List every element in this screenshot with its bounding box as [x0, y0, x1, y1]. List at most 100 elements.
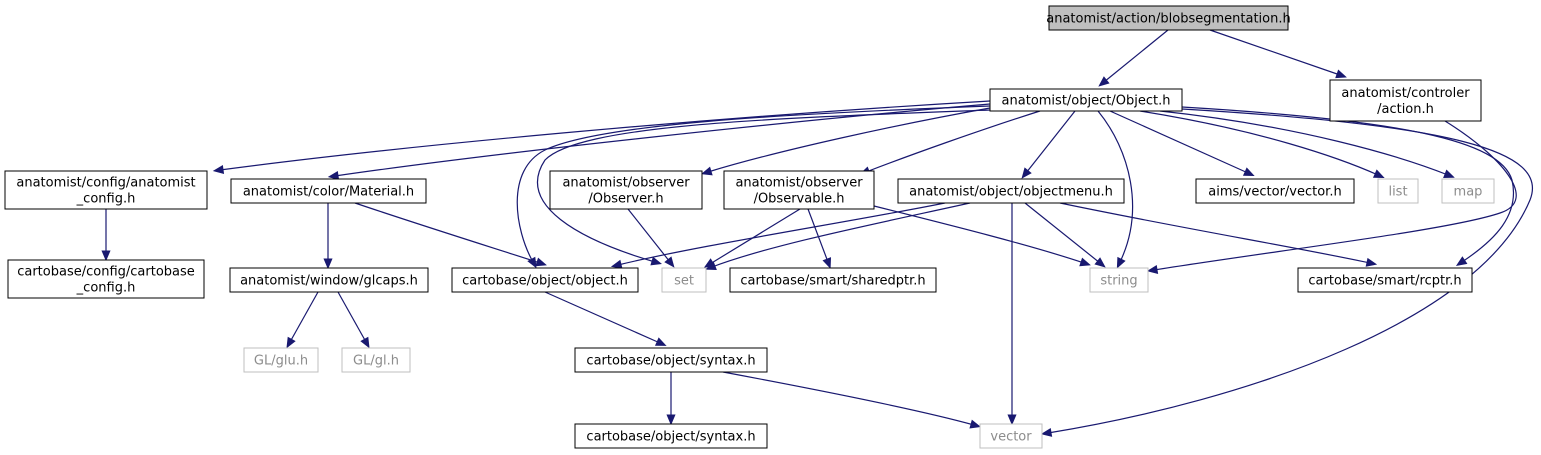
edge-line: [334, 103, 991, 177]
edge-material-to-glcaps: [323, 203, 333, 270]
node-box: [729, 267, 937, 293]
arrowhead: [1372, 169, 1385, 178]
edge-glcaps-to-gl: [337, 291, 370, 349]
node-glcaps[interactable]: anatomist/window/glcaps.h: [229, 267, 429, 293]
arrowhead: [1040, 427, 1053, 437]
arrowhead: [610, 259, 623, 269]
edge-line: [337, 291, 367, 343]
arrowhead: [1335, 69, 1347, 79]
node-objectmenu[interactable]: anatomist/object/objectmenu.h: [897, 178, 1125, 204]
node-rcptr[interactable]: cartobase/smart/rcptr.h: [1297, 267, 1473, 293]
node-box: [723, 170, 875, 210]
node-material[interactable]: anatomist/color/Material.h: [230, 178, 427, 204]
edge-objectmenu-to-set: [705, 202, 971, 271]
edge-carto_object-to-syntax1: [544, 291, 667, 346]
node-aims-vector[interactable]: aims/vector/vector.h: [1195, 178, 1355, 204]
node-blobseg[interactable]: anatomist/action/blobsegmentation.h: [1046, 5, 1291, 31]
edge-objectmenu-to-rcptr: [1059, 202, 1378, 267]
arrowhead: [1098, 76, 1110, 87]
edge-line: [617, 202, 946, 266]
edge-line: [707, 107, 991, 173]
edge-line: [1209, 29, 1341, 76]
edge-line: [1047, 108, 1534, 434]
edge-line: [544, 291, 661, 344]
node-label: anatomist/window/glcaps.h: [240, 274, 418, 289]
edge-observable-to-sharedptr: [807, 208, 832, 269]
arrowhead: [1455, 256, 1468, 267]
arrowhead: [654, 337, 667, 346]
edge-observer-to-set: [627, 208, 675, 268]
node-label: GL/glu.h: [254, 354, 308, 369]
edge-line: [1103, 29, 1169, 83]
node-list: list: [1377, 178, 1419, 204]
node-label: anatomist/controler: [1341, 86, 1470, 101]
arrowhead: [101, 250, 111, 262]
node-label: aims/vector/vector.h: [1208, 185, 1341, 200]
edge-line: [1097, 110, 1134, 263]
node-label: anatomist/object/Object.h: [1002, 94, 1171, 109]
node-box: [1089, 267, 1149, 293]
arrowhead: [1079, 257, 1091, 267]
arrowhead: [535, 257, 547, 267]
node-box: [1329, 79, 1482, 122]
edge-blobseg-to-controler_action: [1209, 29, 1347, 79]
node-observer[interactable]: anatomist/observer/Observer.h: [549, 170, 703, 210]
node-label: GL/gl.h: [353, 354, 399, 369]
node-label: anatomist/color/Material.h: [243, 185, 414, 200]
arrowhead: [969, 419, 982, 429]
edge-syntax1-to-vector: [722, 371, 982, 429]
node-label: string: [1100, 274, 1137, 289]
edge-glcaps-to-glu: [286, 291, 319, 349]
edge-line: [537, 109, 991, 263]
node-label: /Observable.h: [754, 192, 845, 207]
edge-line: [1059, 202, 1371, 264]
node-controler-action[interactable]: anatomist/controler/action.h: [1329, 79, 1482, 122]
edge-line: [711, 202, 971, 268]
arrowhead: [323, 258, 333, 270]
arrowhead: [1116, 256, 1126, 269]
edge-line: [627, 208, 671, 263]
arrowhead: [1094, 257, 1106, 268]
node-box: [341, 347, 411, 373]
arrowhead: [666, 414, 676, 426]
edge-config_anatomist-to-cartobase_config: [101, 209, 111, 262]
edge-syntax1-to-syntax2: [666, 372, 676, 426]
node-label: /Observer.h: [588, 192, 663, 207]
arrowhead: [650, 256, 662, 266]
edge-line: [865, 110, 1041, 173]
node-box: [4, 170, 208, 210]
edge-line: [807, 208, 829, 263]
node-box: [1297, 267, 1473, 293]
edge-object_h-to-aims_vector: [1109, 110, 1255, 176]
nodes-layer: anatomist/action/blobsegmentation.h anato…: [4, 5, 1495, 449]
edge-line: [354, 202, 541, 264]
node-observable[interactable]: anatomist/observer/Observable.h: [723, 170, 875, 210]
node-label: cartobase/object/syntax.h: [586, 430, 755, 445]
node-object-h[interactable]: anatomist/object/Object.h: [989, 88, 1183, 112]
node-syntax1[interactable]: cartobase/object/syntax.h: [574, 347, 768, 373]
edge-object_h-to-string: [1097, 110, 1134, 269]
edge-line: [289, 291, 319, 343]
arrowhead: [705, 261, 717, 271]
edge-material-to-carto_object: [354, 202, 547, 267]
node-config-anatomist[interactable]: anatomist/config/anatomist_config.h: [4, 170, 208, 210]
node-carto-object[interactable]: cartobase/object/object.h: [451, 267, 639, 293]
arrowhead: [701, 166, 713, 176]
node-box: [1048, 5, 1289, 31]
node-cartobase-config[interactable]: cartobase/config/cartobase_config.h: [7, 259, 205, 299]
node-box: [574, 347, 768, 373]
arrowhead: [212, 165, 225, 175]
node-label: _config.h: [76, 192, 136, 207]
node-sharedptr[interactable]: cartobase/smart/sharedptr.h: [729, 267, 937, 293]
edge-blobseg-to-object_h: [1098, 29, 1169, 87]
node-label: /action.h: [1377, 102, 1434, 117]
node-label: anatomist/observer: [735, 176, 863, 191]
node-label: cartobase/object/object.h: [462, 274, 628, 289]
edge-objectmenu-to-string: [1024, 202, 1106, 268]
edge-line: [219, 100, 991, 171]
edge-object_h-to-map: [1159, 110, 1455, 178]
node-syntax2[interactable]: cartobase/object/syntax.h: [574, 423, 768, 449]
node-label: anatomist/observer: [562, 176, 690, 191]
node-label: map: [1454, 185, 1483, 200]
arrowhead: [1007, 414, 1017, 426]
